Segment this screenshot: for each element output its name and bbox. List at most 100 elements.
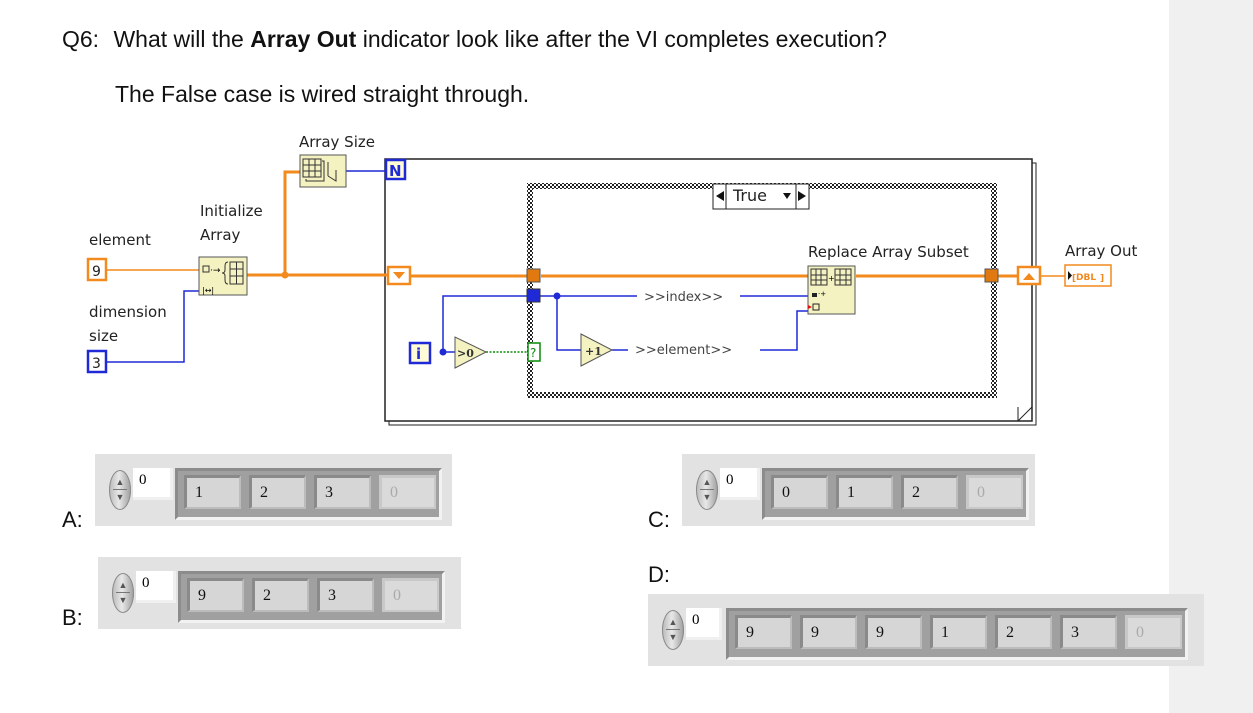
array-element: 9 — [800, 615, 857, 649]
increment-icon: ▲ — [115, 477, 125, 487]
array-in-tunnel — [526, 268, 541, 283]
index-spinner[interactable]: ▲▼ — [696, 470, 718, 510]
array-element: 0 — [771, 475, 828, 509]
dimension-size-label-line2: size — [89, 327, 119, 345]
case-selector-label[interactable] — [712, 183, 810, 210]
array-element: 1 — [836, 475, 893, 509]
answer-b-array: ▲▼ 0 9 2 3 0 — [98, 557, 461, 629]
array-element-empty: 0 — [1125, 615, 1182, 649]
case-selector-terminal[interactable]: ? — [527, 342, 541, 362]
svg-text:[: [ — [1072, 274, 1076, 284]
answer-c-array: ▲▼ 0 0 1 2 0 — [682, 454, 1035, 526]
answer-b-letter: B: — [62, 605, 83, 630]
shift-register-right[interactable] — [1016, 265, 1042, 286]
array-element: 2 — [249, 475, 306, 509]
iteration-terminal[interactable]: i — [408, 341, 432, 365]
case-structure — [527, 183, 997, 398]
initialize-array-node[interactable]: ·→ |↔| — [198, 256, 248, 296]
array-elements: 9 9 9 1 2 3 0 — [726, 608, 1188, 660]
svg-text:DBL: DBL — [1076, 273, 1096, 283]
question-number: Q6: — [62, 26, 100, 52]
initialize-array-label-line2: Array — [200, 226, 241, 244]
case-prev-icon — [716, 191, 724, 201]
array-element: 2 — [252, 578, 309, 612]
svg-text:·→: ·→ — [210, 266, 221, 276]
array-element: 9 — [187, 578, 244, 612]
answer-d-letter: D: — [648, 562, 670, 587]
orange-wires — [107, 170, 1065, 278]
element-wire-label: >>element>> — [635, 343, 732, 358]
replace-array-subset-node[interactable]: + ·+ — [807, 265, 856, 315]
array-element: 2 — [995, 615, 1052, 649]
decrement-icon: ▼ — [115, 492, 125, 502]
svg-text:9: 9 — [92, 264, 101, 280]
array-element-empty: 0 — [966, 475, 1023, 509]
array-elements: 0 1 2 0 — [762, 468, 1029, 520]
array-size-node[interactable] — [299, 154, 347, 188]
svg-text:3: 3 — [92, 356, 101, 372]
array-element-empty: 0 — [379, 475, 436, 509]
index-spinner[interactable]: ▲▼ — [662, 610, 684, 650]
index-display[interactable]: 0 — [133, 468, 173, 500]
count-terminal[interactable]: N — [384, 158, 407, 181]
svg-text:]: ] — [1100, 274, 1104, 284]
wire-junction — [281, 271, 289, 279]
initialize-array-label-line1: Initialize — [200, 202, 263, 220]
array-out-label: Array Out — [1065, 242, 1138, 260]
case-selector-value: True — [733, 186, 767, 205]
svg-text:+1: +1 — [585, 345, 602, 358]
question-text-bold: Array Out — [250, 26, 357, 52]
answer-d-array: ▲▼ 0 9 9 9 1 2 3 0 — [648, 594, 1204, 666]
svg-text:i: i — [416, 345, 421, 363]
array-out-indicator[interactable]: [ DBL ] — [1064, 264, 1112, 287]
question-line: Q6: What will the Array Out indicator lo… — [62, 26, 887, 53]
increment-icon: ▲ — [702, 477, 712, 487]
array-element: 3 — [314, 475, 371, 509]
element-constant[interactable]: 9 — [86, 257, 108, 282]
index-display[interactable]: 0 — [136, 571, 176, 603]
index-in-tunnel — [526, 288, 541, 303]
case-dropdown-icon — [783, 193, 791, 199]
array-element-empty: 0 — [382, 578, 439, 612]
case-next-icon — [798, 191, 806, 201]
element-label: element — [89, 231, 151, 249]
question-note: The False case is wired straight through… — [115, 81, 530, 107]
greater-than-zero-node[interactable]: >0 — [454, 336, 488, 369]
wire-junction — [439, 348, 447, 356]
answer-a-letter: A: — [62, 507, 83, 532]
index-spinner[interactable]: ▲▼ — [109, 470, 131, 510]
increment-node[interactable]: +1 — [580, 333, 614, 367]
svg-text:|↔|: |↔| — [202, 286, 214, 295]
decrement-icon: ▼ — [118, 595, 128, 605]
array-element: 1 — [184, 475, 241, 509]
increment-icon: ▲ — [118, 580, 128, 590]
decrement-icon: ▼ — [668, 632, 678, 642]
wire-junction — [553, 292, 561, 300]
shift-register-left[interactable] — [386, 265, 412, 286]
increment-icon: ▲ — [668, 617, 678, 627]
index-spinner[interactable]: ▲▼ — [112, 573, 134, 613]
array-size-label: Array Size — [299, 133, 375, 151]
svg-text:N: N — [389, 162, 402, 180]
array-element: 2 — [901, 475, 958, 509]
svg-text:?: ? — [530, 346, 536, 360]
question-text-after: indicator look like after the VI complet… — [356, 26, 887, 52]
question-text-before: What will the — [113, 26, 251, 52]
array-element: 3 — [1060, 615, 1117, 649]
replace-array-subset-label: Replace Array Subset — [808, 243, 969, 261]
index-display[interactable]: 0 — [720, 468, 760, 500]
array-out-tunnel — [984, 268, 999, 283]
dimension-size-label-line1: dimension — [89, 303, 167, 321]
blue-wires — [107, 170, 810, 363]
svg-text:·+: ·+ — [818, 290, 826, 298]
svg-text:>0: >0 — [457, 347, 474, 360]
array-element: 3 — [317, 578, 374, 612]
index-display[interactable]: 0 — [686, 608, 722, 640]
array-element: 9 — [865, 615, 922, 649]
answer-a-array: ▲▼ 0 1 2 3 0 — [95, 454, 452, 526]
array-element: 1 — [930, 615, 987, 649]
array-element: 9 — [735, 615, 792, 649]
svg-text:+: + — [828, 274, 835, 283]
dimension-size-constant[interactable]: 3 — [86, 349, 108, 374]
